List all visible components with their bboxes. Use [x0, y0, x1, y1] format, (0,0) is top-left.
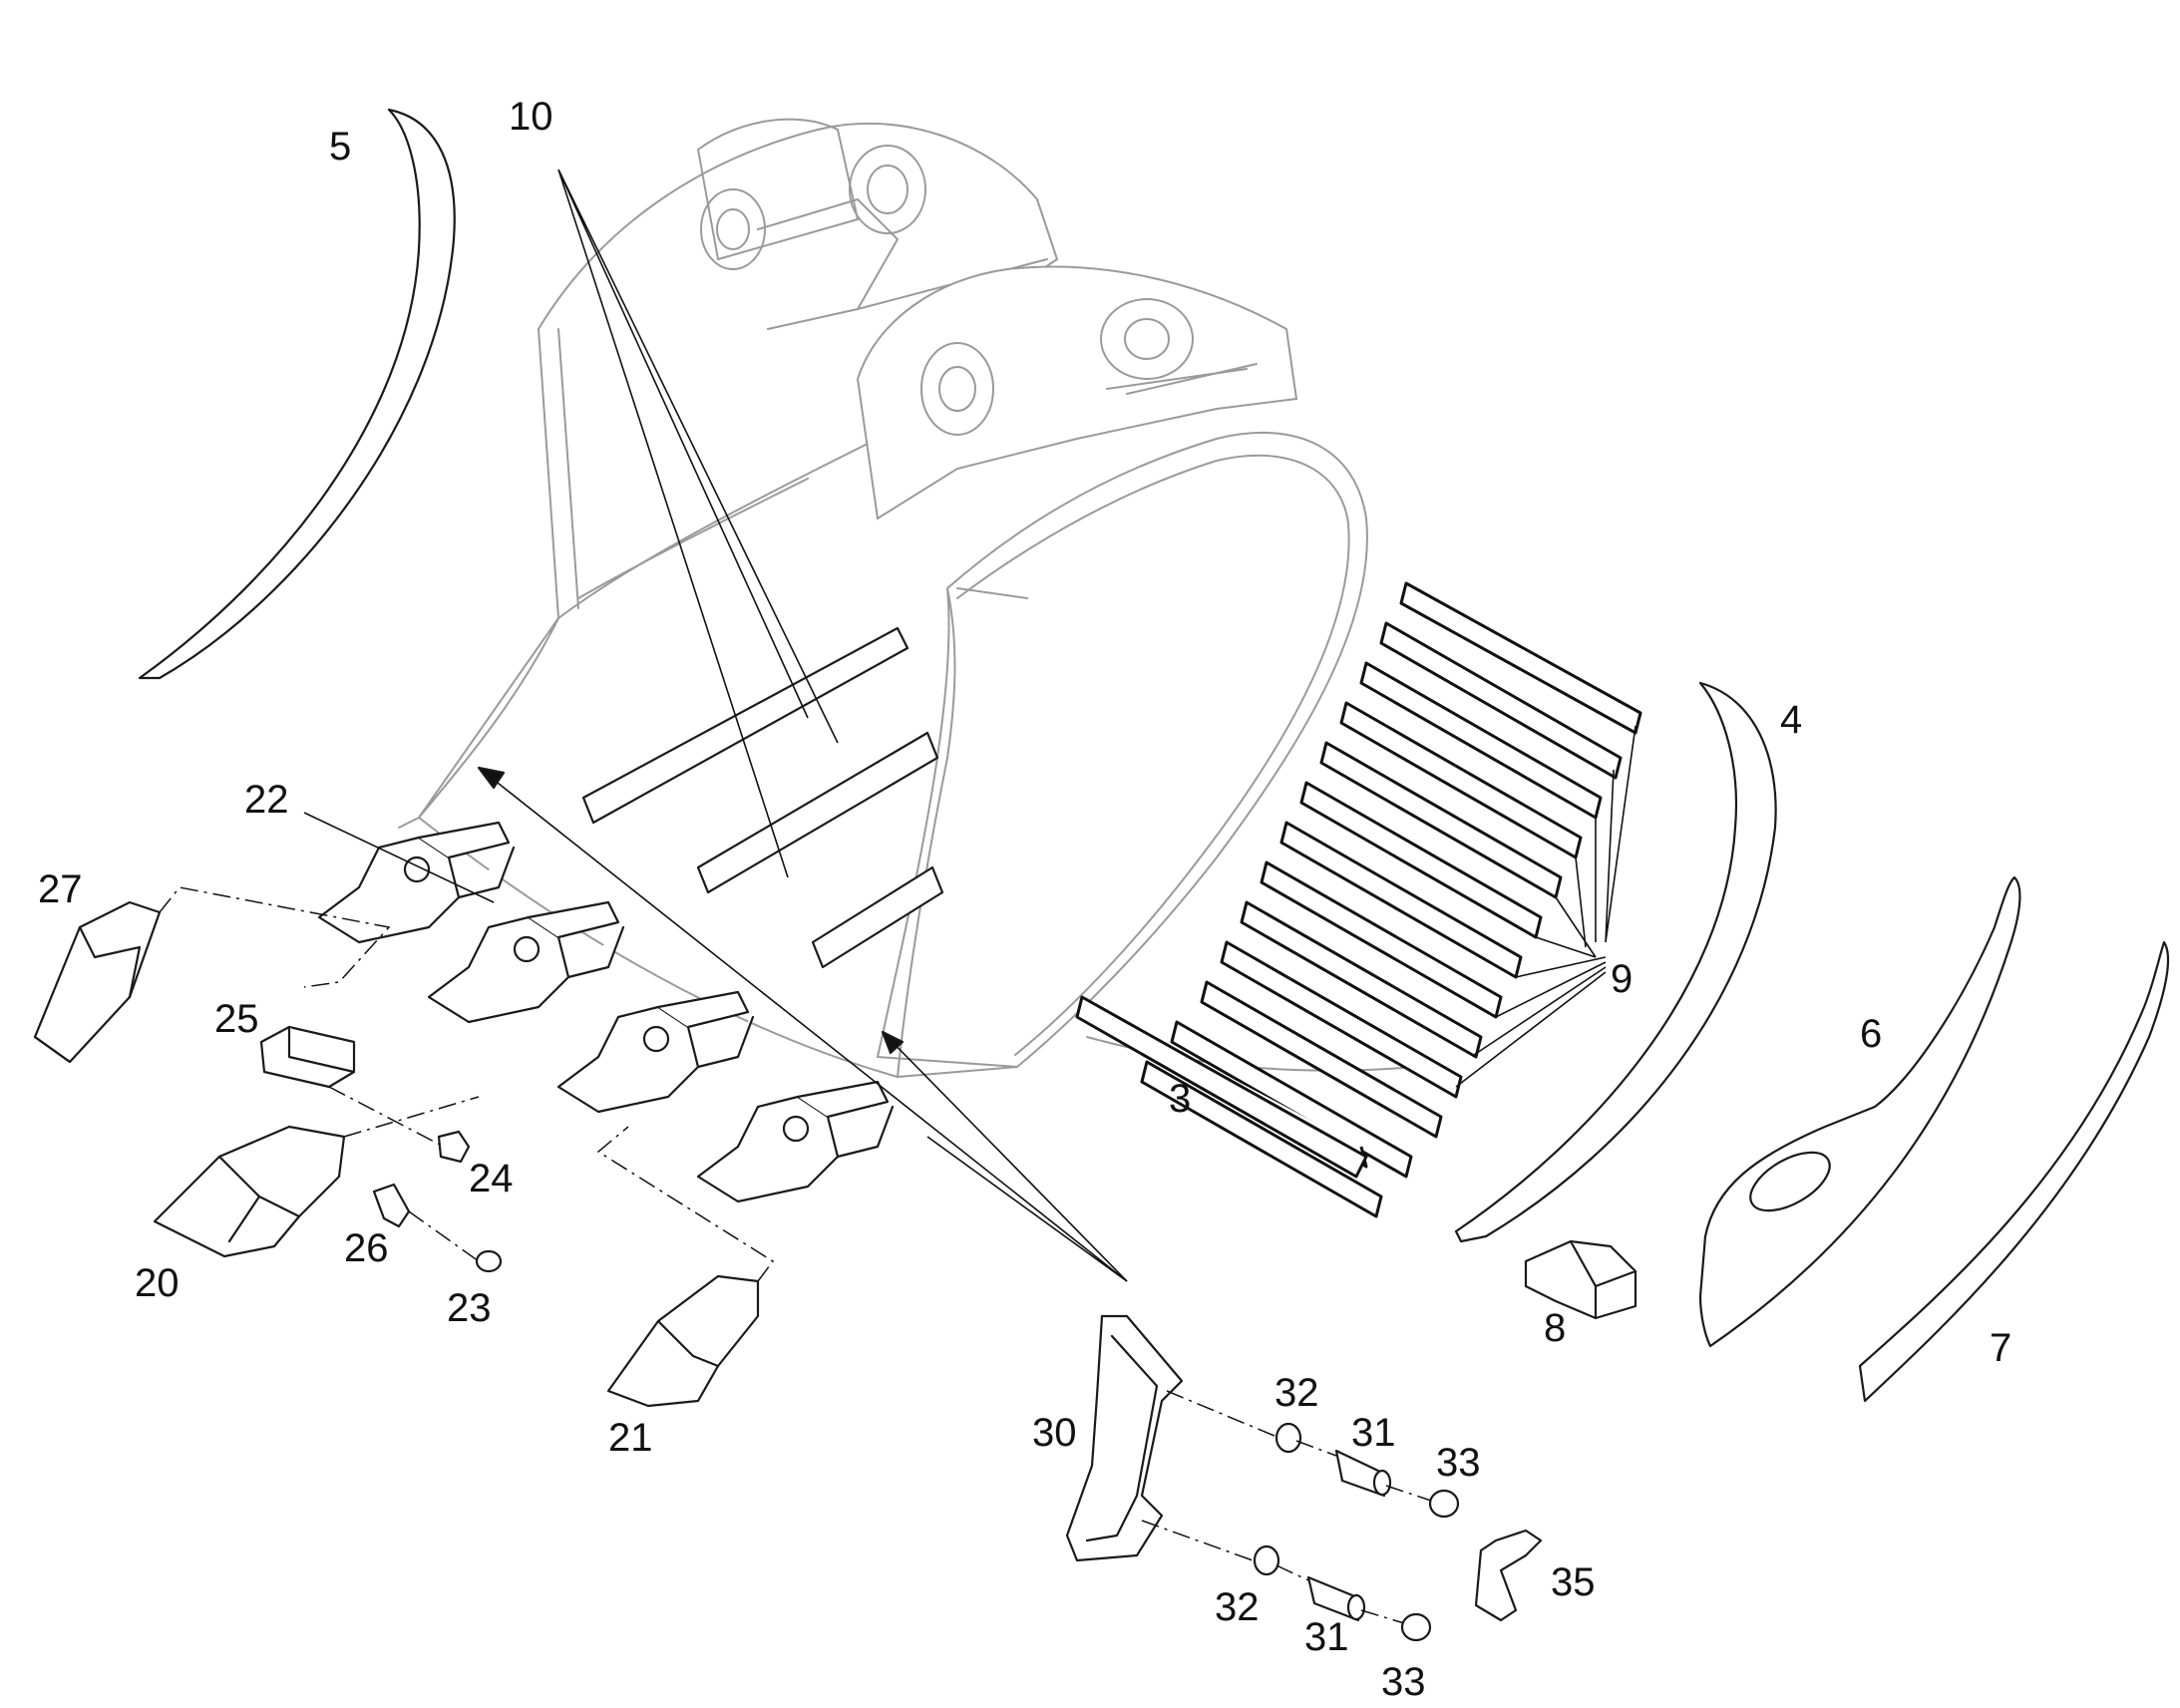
- bucket-body-outline: [398, 118, 1417, 1079]
- label-31a: 31: [1351, 1411, 1396, 1455]
- label-31b: 31: [1304, 1615, 1349, 1659]
- lock-23: [259, 1025, 445, 1148]
- side-strip-7: [1858, 940, 2170, 1403]
- label-33b: 33: [1381, 1660, 1426, 1704]
- label-8: 8: [1544, 1306, 1566, 1350]
- label-25: 23: [447, 1286, 492, 1330]
- label-7: 7: [1990, 1326, 2011, 1370]
- cap-33a: [1428, 1489, 1460, 1519]
- pin-31a: [1295, 1440, 1432, 1502]
- tooth-adapters-21: [303, 812, 895, 1203]
- label-9: 9: [1611, 957, 1633, 1001]
- label-22: 24: [469, 1157, 514, 1200]
- label-35: 35: [1551, 1560, 1596, 1604]
- label-10: 10: [509, 95, 553, 139]
- label-23: 25: [214, 997, 259, 1041]
- side-strip-4: [1454, 681, 1777, 1243]
- label-33a: 33: [1436, 1441, 1481, 1485]
- wear-strips-10: [557, 169, 944, 969]
- label-20: 20: [135, 1261, 180, 1305]
- label-26: 21: [608, 1416, 653, 1460]
- label-4: 4: [1780, 698, 1802, 742]
- pin-31b: [1275, 1564, 1405, 1624]
- pin-24: [372, 1183, 480, 1262]
- label-21: 22: [244, 778, 289, 822]
- cap-25: [475, 1249, 503, 1273]
- label-24: 26: [344, 1226, 389, 1270]
- cap-33b: [1400, 1612, 1432, 1642]
- label-32b: 32: [1215, 1585, 1260, 1629]
- side-strip-5: [138, 108, 456, 680]
- pin-22: [437, 1130, 471, 1164]
- washer-32a: [1274, 1422, 1302, 1454]
- label-30: 30: [1032, 1411, 1077, 1455]
- base-wear-strip-3: [1075, 995, 1368, 1179]
- tooth-tip-27: [33, 886, 391, 1064]
- label-27: 27: [38, 867, 83, 911]
- assembly-arrows: [477, 766, 1128, 1282]
- washer-32b: [1253, 1544, 1280, 1576]
- label-3: 3: [1169, 1077, 1191, 1121]
- label-32a: 32: [1274, 1371, 1319, 1415]
- label-6: 6: [1860, 1012, 1882, 1056]
- clip-35: [1474, 1529, 1543, 1622]
- side-plate-6: [1698, 875, 2021, 1348]
- callout-labels: 10 5 4 9 6 3 8 7 22 27 25 24 26 23 20 21…: [38, 95, 2011, 1704]
- tooth-tip-20: [153, 1096, 480, 1258]
- label-5: 5: [329, 125, 351, 169]
- wedge-block-8: [1524, 1239, 1637, 1320]
- side-cutter-30: [1065, 1314, 1287, 1566]
- tooth-tip-26: [596, 1126, 775, 1408]
